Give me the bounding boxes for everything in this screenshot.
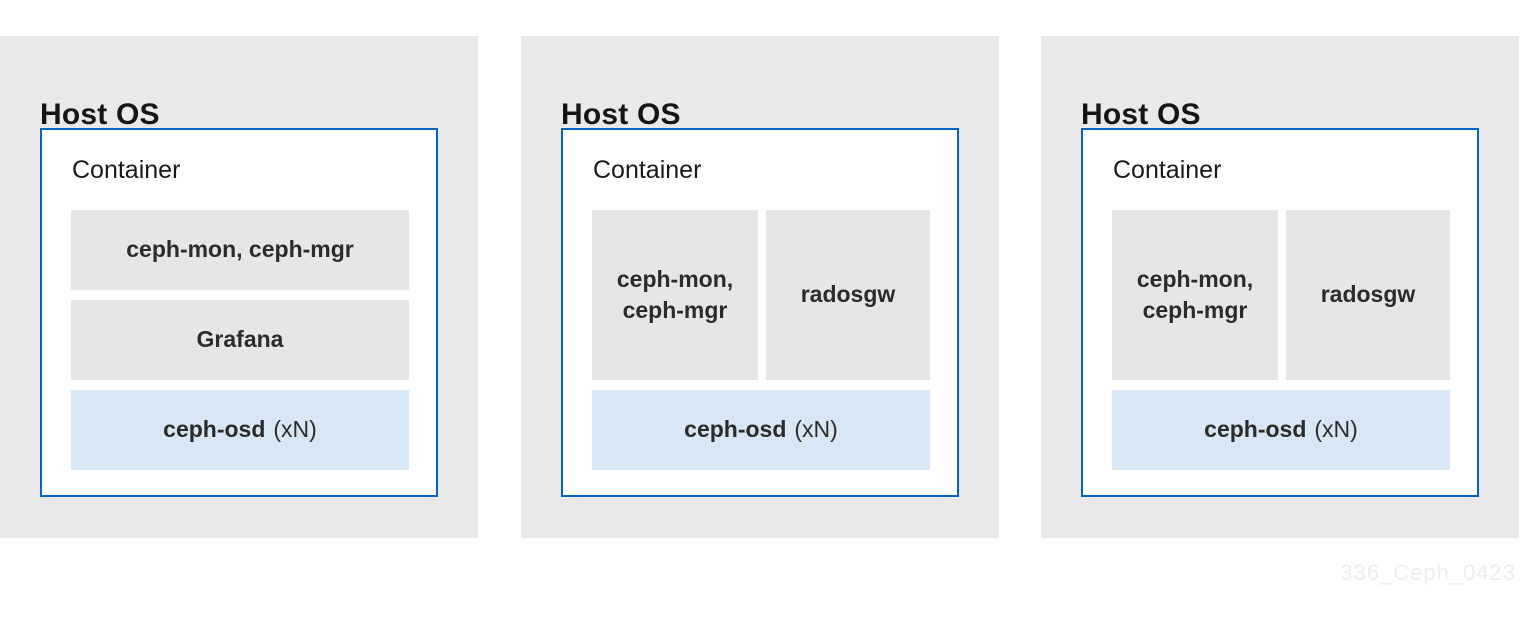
component-label: ceph-osd [1204, 416, 1307, 443]
container-title: Container [1113, 156, 1222, 184]
component-label: ceph-osd [684, 416, 787, 443]
container-title: Container [72, 156, 181, 184]
component-row: ceph-mon, ceph-mgr radosgw [592, 210, 930, 380]
component-stack: ceph-mon, ceph-mgr radosgw ceph-osd (xN) [1112, 210, 1450, 470]
component-box-radosgw: radosgw [766, 210, 930, 380]
container-box: Container ceph-mon, ceph-mgr radosgw cep… [561, 128, 959, 497]
component-box-ceph-mon-mgr: ceph-mon, ceph-mgr [1112, 210, 1278, 380]
host-os-title: Host OS [40, 98, 160, 131]
host-panel-3: Host OS Container ceph-mon, ceph-mgr rad… [1041, 36, 1519, 538]
host-panel-1: Host OS Container ceph-mon, ceph-mgr Gra… [0, 36, 478, 538]
component-stack: ceph-mon, ceph-mgr Grafana ceph-osd (xN) [71, 210, 409, 470]
component-label: ceph-mon, ceph-mgr [616, 265, 734, 323]
component-label: radosgw [1320, 281, 1416, 308]
component-label: ceph-mon, ceph-mgr [1136, 265, 1254, 323]
component-label-suffix: (xN) [273, 416, 317, 443]
host-os-title: Host OS [561, 98, 681, 131]
component-label-suffix: (xN) [1314, 416, 1358, 443]
component-label-suffix: (xN) [794, 416, 838, 443]
host-os-title: Host OS [1081, 98, 1201, 131]
figure-watermark: 336_Ceph_0423 [1340, 560, 1516, 585]
component-box-ceph-osd: ceph-osd (xN) [71, 390, 409, 470]
component-label: ceph-osd [163, 416, 266, 443]
host-panel-2: Host OS Container ceph-mon, ceph-mgr rad… [521, 36, 999, 538]
container-title: Container [593, 156, 702, 184]
component-row: ceph-mon, ceph-mgr radosgw [1112, 210, 1450, 380]
container-box: Container ceph-mon, ceph-mgr Grafana cep… [40, 128, 438, 497]
component-box-ceph-osd: ceph-osd (xN) [592, 390, 930, 470]
component-box-radosgw: radosgw [1286, 210, 1450, 380]
component-label: Grafana [196, 326, 284, 353]
component-label: ceph-mon, ceph-mgr [126, 236, 354, 263]
component-box-ceph-mon-mgr: ceph-mon, ceph-mgr [71, 210, 409, 290]
container-box: Container ceph-mon, ceph-mgr radosgw cep… [1081, 128, 1479, 497]
component-box-ceph-osd: ceph-osd (xN) [1112, 390, 1450, 470]
component-label: radosgw [800, 281, 896, 308]
component-stack: ceph-mon, ceph-mgr radosgw ceph-osd (xN) [592, 210, 930, 470]
component-box-grafana: Grafana [71, 300, 409, 380]
component-box-ceph-mon-mgr: ceph-mon, ceph-mgr [592, 210, 758, 380]
